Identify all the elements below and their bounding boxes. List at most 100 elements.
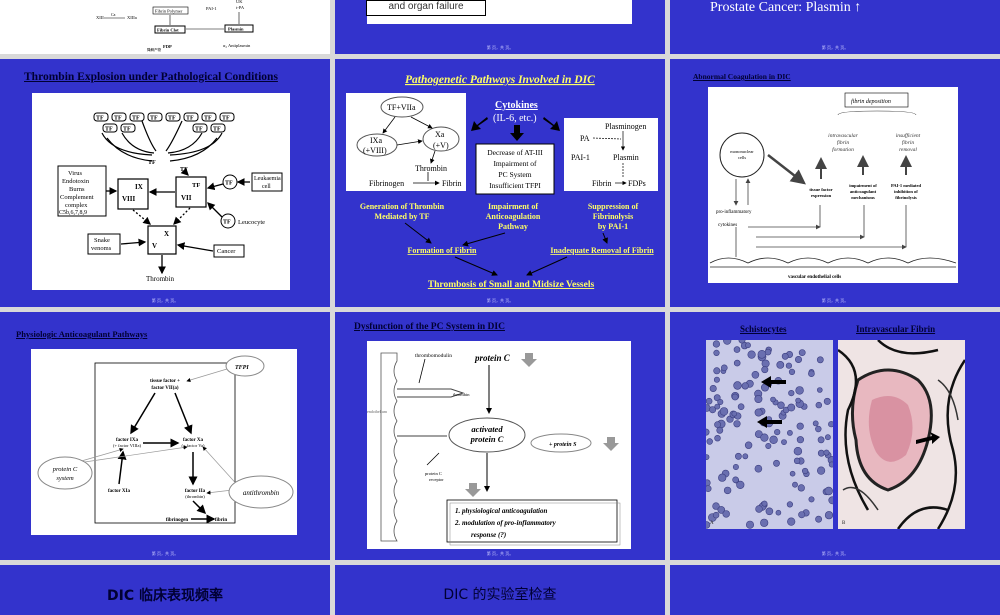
svg-text:TF: TF bbox=[225, 181, 233, 187]
svg-text:TF: TF bbox=[150, 116, 158, 122]
svg-text:2. modulation of pro-inflamma: 2. modulation of pro-inflammatory bbox=[454, 519, 557, 527]
svg-text:fibrin: fibrin bbox=[837, 139, 849, 146]
svg-text:Burns: Burns bbox=[69, 186, 85, 193]
slide-3-footer: 第 页，共 页。 bbox=[821, 45, 849, 50]
slide-5[interactable]: Pathogenetic Pathways Involved in DIC TF… bbox=[335, 59, 665, 307]
label-ca: Ca bbox=[111, 12, 116, 17]
slide-6-footer: 第 页，共 页。 bbox=[821, 298, 849, 303]
svg-text:Thrombosis of Small and Midsiz: Thrombosis of Small and Midsize Vessels bbox=[428, 280, 595, 290]
svg-text:TF: TF bbox=[105, 127, 113, 133]
slide-2-footer: 第 页，共 页。 bbox=[486, 45, 514, 50]
label-fibrin-polymer: Fibrin Polymer bbox=[155, 9, 183, 14]
svg-text:Generation of Thrombin: Generation of Thrombin bbox=[360, 202, 445, 211]
svg-text:TF+VIIa: TF+VIIa bbox=[387, 103, 416, 112]
svg-text:Plasminogen: Plasminogen bbox=[605, 122, 646, 131]
svg-text:Thrombin: Thrombin bbox=[146, 275, 174, 283]
svg-text:TFPI: TFPI bbox=[235, 365, 249, 371]
svg-text:Impairment of: Impairment of bbox=[493, 159, 537, 168]
slide-4-footer: 第 页，共 页。 bbox=[151, 298, 179, 303]
label-fibrin-clot: Fibrin Clot bbox=[157, 28, 179, 33]
label-note: 降解产物 bbox=[147, 47, 161, 52]
svg-text:TF: TF bbox=[213, 127, 221, 133]
slide-7[interactable]: Physiologic Anticoagulant Pathways TFPI … bbox=[0, 312, 330, 560]
svg-text:inhibition of: inhibition of bbox=[894, 189, 918, 194]
intravascular-fibrin-label: Intravascular Fibrin bbox=[856, 324, 936, 334]
svg-text:factor XIa: factor XIa bbox=[108, 489, 130, 494]
thrombin-explosion-diagram: TF TF TF TF TF TF TF TF TF TF TF TF TF bbox=[57, 112, 283, 283]
svg-text:TF: TF bbox=[114, 116, 122, 122]
slide-11[interactable]: DIC 的实验室检查 bbox=[335, 565, 665, 615]
slide-3[interactable]: Prostate Cancer: Plasmin ↑ 第 页，共 页。 bbox=[670, 0, 1000, 54]
svg-text:IXa: IXa bbox=[370, 136, 382, 145]
svg-text:PAI-1 mediated: PAI-1 mediated bbox=[891, 183, 922, 188]
svg-text:Thrombin: Thrombin bbox=[415, 164, 447, 173]
slide-12[interactable] bbox=[670, 565, 1000, 615]
slide-8[interactable]: Dysfunction of the PC System in DIC endo… bbox=[335, 312, 665, 560]
svg-text:vascular endothelial cells: vascular endothelial cells bbox=[788, 275, 841, 280]
schistocytes-label: Schistocytes bbox=[740, 324, 787, 334]
pathogenetic-pathways-diagram: Pathogenetic Pathways Involved in DIC TF… bbox=[346, 74, 658, 290]
svg-text:protein C: protein C bbox=[474, 353, 511, 363]
svg-text:Virus: Virus bbox=[68, 170, 83, 177]
svg-text:(+V): (+V) bbox=[433, 141, 449, 150]
svg-text:receptor: receptor bbox=[429, 477, 444, 482]
svg-text:TF: TF bbox=[168, 116, 176, 122]
svg-text:by PAI-1: by PAI-1 bbox=[598, 222, 628, 231]
slide-4[interactable]: Thrombin Explosion under Pathological Co… bbox=[0, 59, 330, 307]
anticoagulant-pathways-diagram: TFPI tissue factor + factor VII(a) facto… bbox=[37, 355, 294, 524]
svg-text:Inadequate Removal of Fibrin: Inadequate Removal of Fibrin bbox=[550, 246, 654, 255]
label-fdp: FDP bbox=[163, 44, 172, 49]
svg-text:Leucocyte: Leucocyte bbox=[238, 219, 265, 226]
slide-1[interactable]: XIII Ca XIIIa Fibrin Polymer Fibrin Clot… bbox=[0, 0, 330, 54]
slide-6-title: Abnormal Coagulation in DIC bbox=[693, 72, 791, 81]
svg-text:factor VII(a): factor VII(a) bbox=[151, 386, 179, 391]
svg-text:thrombin: thrombin bbox=[453, 392, 470, 397]
svg-text:tissue factor: tissue factor bbox=[809, 187, 832, 192]
slide-9[interactable]: Schistocytes Intravascular Fibrin A B 第 … bbox=[670, 312, 1000, 560]
svg-text:TF: TF bbox=[204, 116, 212, 122]
svg-text:intravascular: intravascular bbox=[828, 133, 858, 139]
svg-text:Endotoxin: Endotoxin bbox=[62, 178, 90, 185]
svg-text:factor Xa: factor Xa bbox=[183, 438, 204, 443]
tf-chip-row: TF TF TF TF TF TF TF TF TF TF TF TF bbox=[93, 112, 235, 133]
svg-text:X: X bbox=[164, 230, 169, 238]
svg-text:protein C: protein C bbox=[52, 466, 78, 473]
label-pai1: PAI-1 bbox=[206, 6, 217, 11]
svg-text:formation: formation bbox=[832, 146, 854, 153]
svg-text:fibrin deposition: fibrin deposition bbox=[851, 98, 891, 105]
svg-text:(IL-6, etc.): (IL-6, etc.) bbox=[493, 113, 537, 124]
svg-text:Snake: Snake bbox=[94, 237, 110, 244]
svg-text:tissue factor +: tissue factor + bbox=[150, 379, 180, 384]
svg-text:Insufficient TFPI: Insufficient TFPI bbox=[489, 181, 541, 190]
svg-text:IX: IX bbox=[135, 183, 143, 191]
svg-text:PC System: PC System bbox=[498, 170, 531, 179]
svg-text:Decrease of AT-III: Decrease of AT-III bbox=[487, 148, 543, 157]
svg-text:factor IIa: factor IIa bbox=[185, 489, 206, 494]
slide-4-diagram-panel: TF TF TF TF TF TF TF TF TF TF TF TF TF bbox=[32, 93, 290, 290]
svg-text:fibrin: fibrin bbox=[902, 139, 914, 146]
slide-11-title: DIC 的实验室检查 bbox=[443, 587, 557, 603]
slide-10-title: DIC 临床表现频率 bbox=[107, 588, 223, 604]
svg-text:Plasmin: Plasmin bbox=[613, 153, 639, 162]
svg-text:mechanisms: mechanisms bbox=[851, 195, 875, 200]
label-plasmin: Plasmin bbox=[228, 27, 244, 32]
svg-text:(+VIII): (+VIII) bbox=[363, 146, 387, 155]
fibrinolysis-diagram: XIII Ca XIIIa Fibrin Polymer Fibrin Clot… bbox=[96, 0, 254, 52]
slide-9-footer: 第 页，共 页。 bbox=[821, 551, 849, 556]
svg-text:Suppression of: Suppression of bbox=[588, 202, 639, 211]
svg-text:insufficient: insufficient bbox=[896, 132, 921, 139]
slide-10[interactable]: DIC 临床表现频率 bbox=[0, 565, 330, 615]
svg-text:VII: VII bbox=[181, 194, 192, 202]
svg-text:cells: cells bbox=[738, 155, 746, 160]
slide-2-box: and organ failure bbox=[366, 0, 486, 16]
slide-2[interactable]: and organ failure 第 页，共 页。 bbox=[335, 0, 665, 54]
schistocytes-image: A bbox=[706, 340, 833, 529]
svg-text:response (?): response (?) bbox=[471, 531, 506, 539]
svg-text:activated: activated bbox=[471, 424, 503, 434]
slide-8-diagram-panel: endothelium thrombomodulin thrombin prot… bbox=[367, 341, 631, 549]
slide-6[interactable]: Abnormal Coagulation in DIC fibrin depos… bbox=[670, 59, 1000, 307]
slide-4-title: Thrombin Explosion under Pathological Co… bbox=[24, 71, 278, 83]
intravascular-fibrin-image: B bbox=[838, 340, 965, 529]
svg-text:+ protein S: + protein S bbox=[549, 442, 577, 448]
slide-5-title: Pathogenetic Pathways Involved in DIC bbox=[405, 74, 595, 86]
